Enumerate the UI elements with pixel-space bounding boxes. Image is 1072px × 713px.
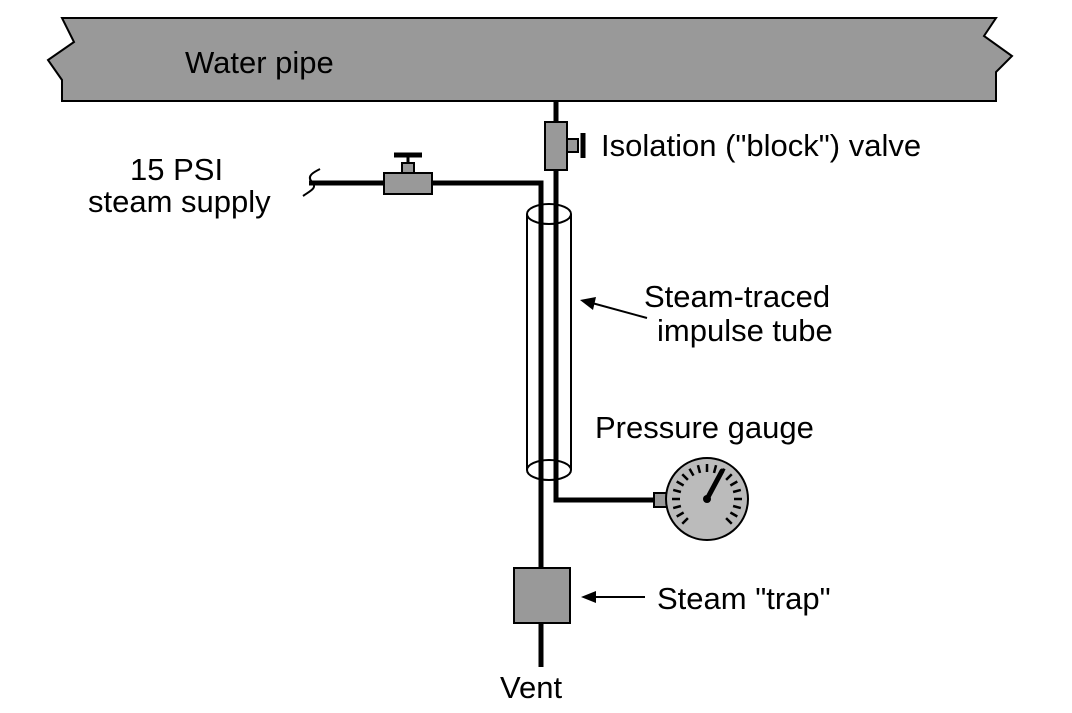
pressure-gauge-tick (729, 480, 738, 487)
block-valve-stem (566, 138, 579, 153)
trap-label-arrow (581, 591, 645, 603)
water-pipe (46, 17, 1014, 102)
pressure-gauge-tick (676, 511, 685, 518)
pressure-gauge-tick (688, 468, 695, 477)
pressure-gauge-tick (729, 511, 738, 518)
tube-label-arrow (580, 297, 648, 319)
pressure-gauge-needle (704, 468, 725, 502)
steam-supply-valve (383, 152, 433, 195)
steam-supply-label-line2: steam supply (88, 184, 271, 219)
tracer-jacket (526, 203, 572, 481)
block-valve-label: Isolation ("block") valve (601, 128, 921, 163)
block-valve-body (544, 121, 568, 171)
pressure-gauge-tick (681, 473, 689, 481)
pressure-gauge-tick (696, 464, 702, 474)
steam-trap-label: Steam "trap" (657, 581, 831, 616)
water-pipe-body (46, 17, 1014, 102)
tube-label-line2: impulse tube (657, 313, 833, 348)
impulse-line-to-gauge (553, 170, 654, 503)
steam-tracer-line (432, 180, 544, 568)
pressure-gauge-label: Pressure gauge (595, 410, 814, 445)
steam-trap (513, 567, 571, 624)
pressure-gauge-tick (676, 480, 685, 487)
steam-supply-valve-body (383, 172, 433, 195)
pressure-gauge-tick (672, 504, 682, 510)
water-pipe-label: Water pipe (185, 45, 334, 80)
block-valve (544, 121, 586, 171)
pressure-gauge-tick (681, 517, 689, 525)
steam-supply-label-line1: 15 PSI (130, 152, 223, 187)
tracer-jacket-bottom-end (526, 459, 572, 481)
steam-supply-valve-stem (401, 162, 415, 174)
pressure-gauge-tick (732, 504, 742, 510)
pressure-gauge-tick (672, 488, 682, 494)
pressure-gauge-hub (703, 495, 711, 503)
pressure-gauge (653, 457, 749, 541)
pressure-gauge-tick (732, 488, 742, 494)
pressure-gauge-tick (725, 517, 733, 525)
vent-label: Vent (500, 670, 562, 705)
pressure-gauge-tick (712, 464, 718, 474)
tracer-jacket-top-end (526, 203, 572, 225)
pressure-gauge-tick (725, 473, 733, 481)
tube-label-line1: Steam-traced (644, 279, 830, 314)
